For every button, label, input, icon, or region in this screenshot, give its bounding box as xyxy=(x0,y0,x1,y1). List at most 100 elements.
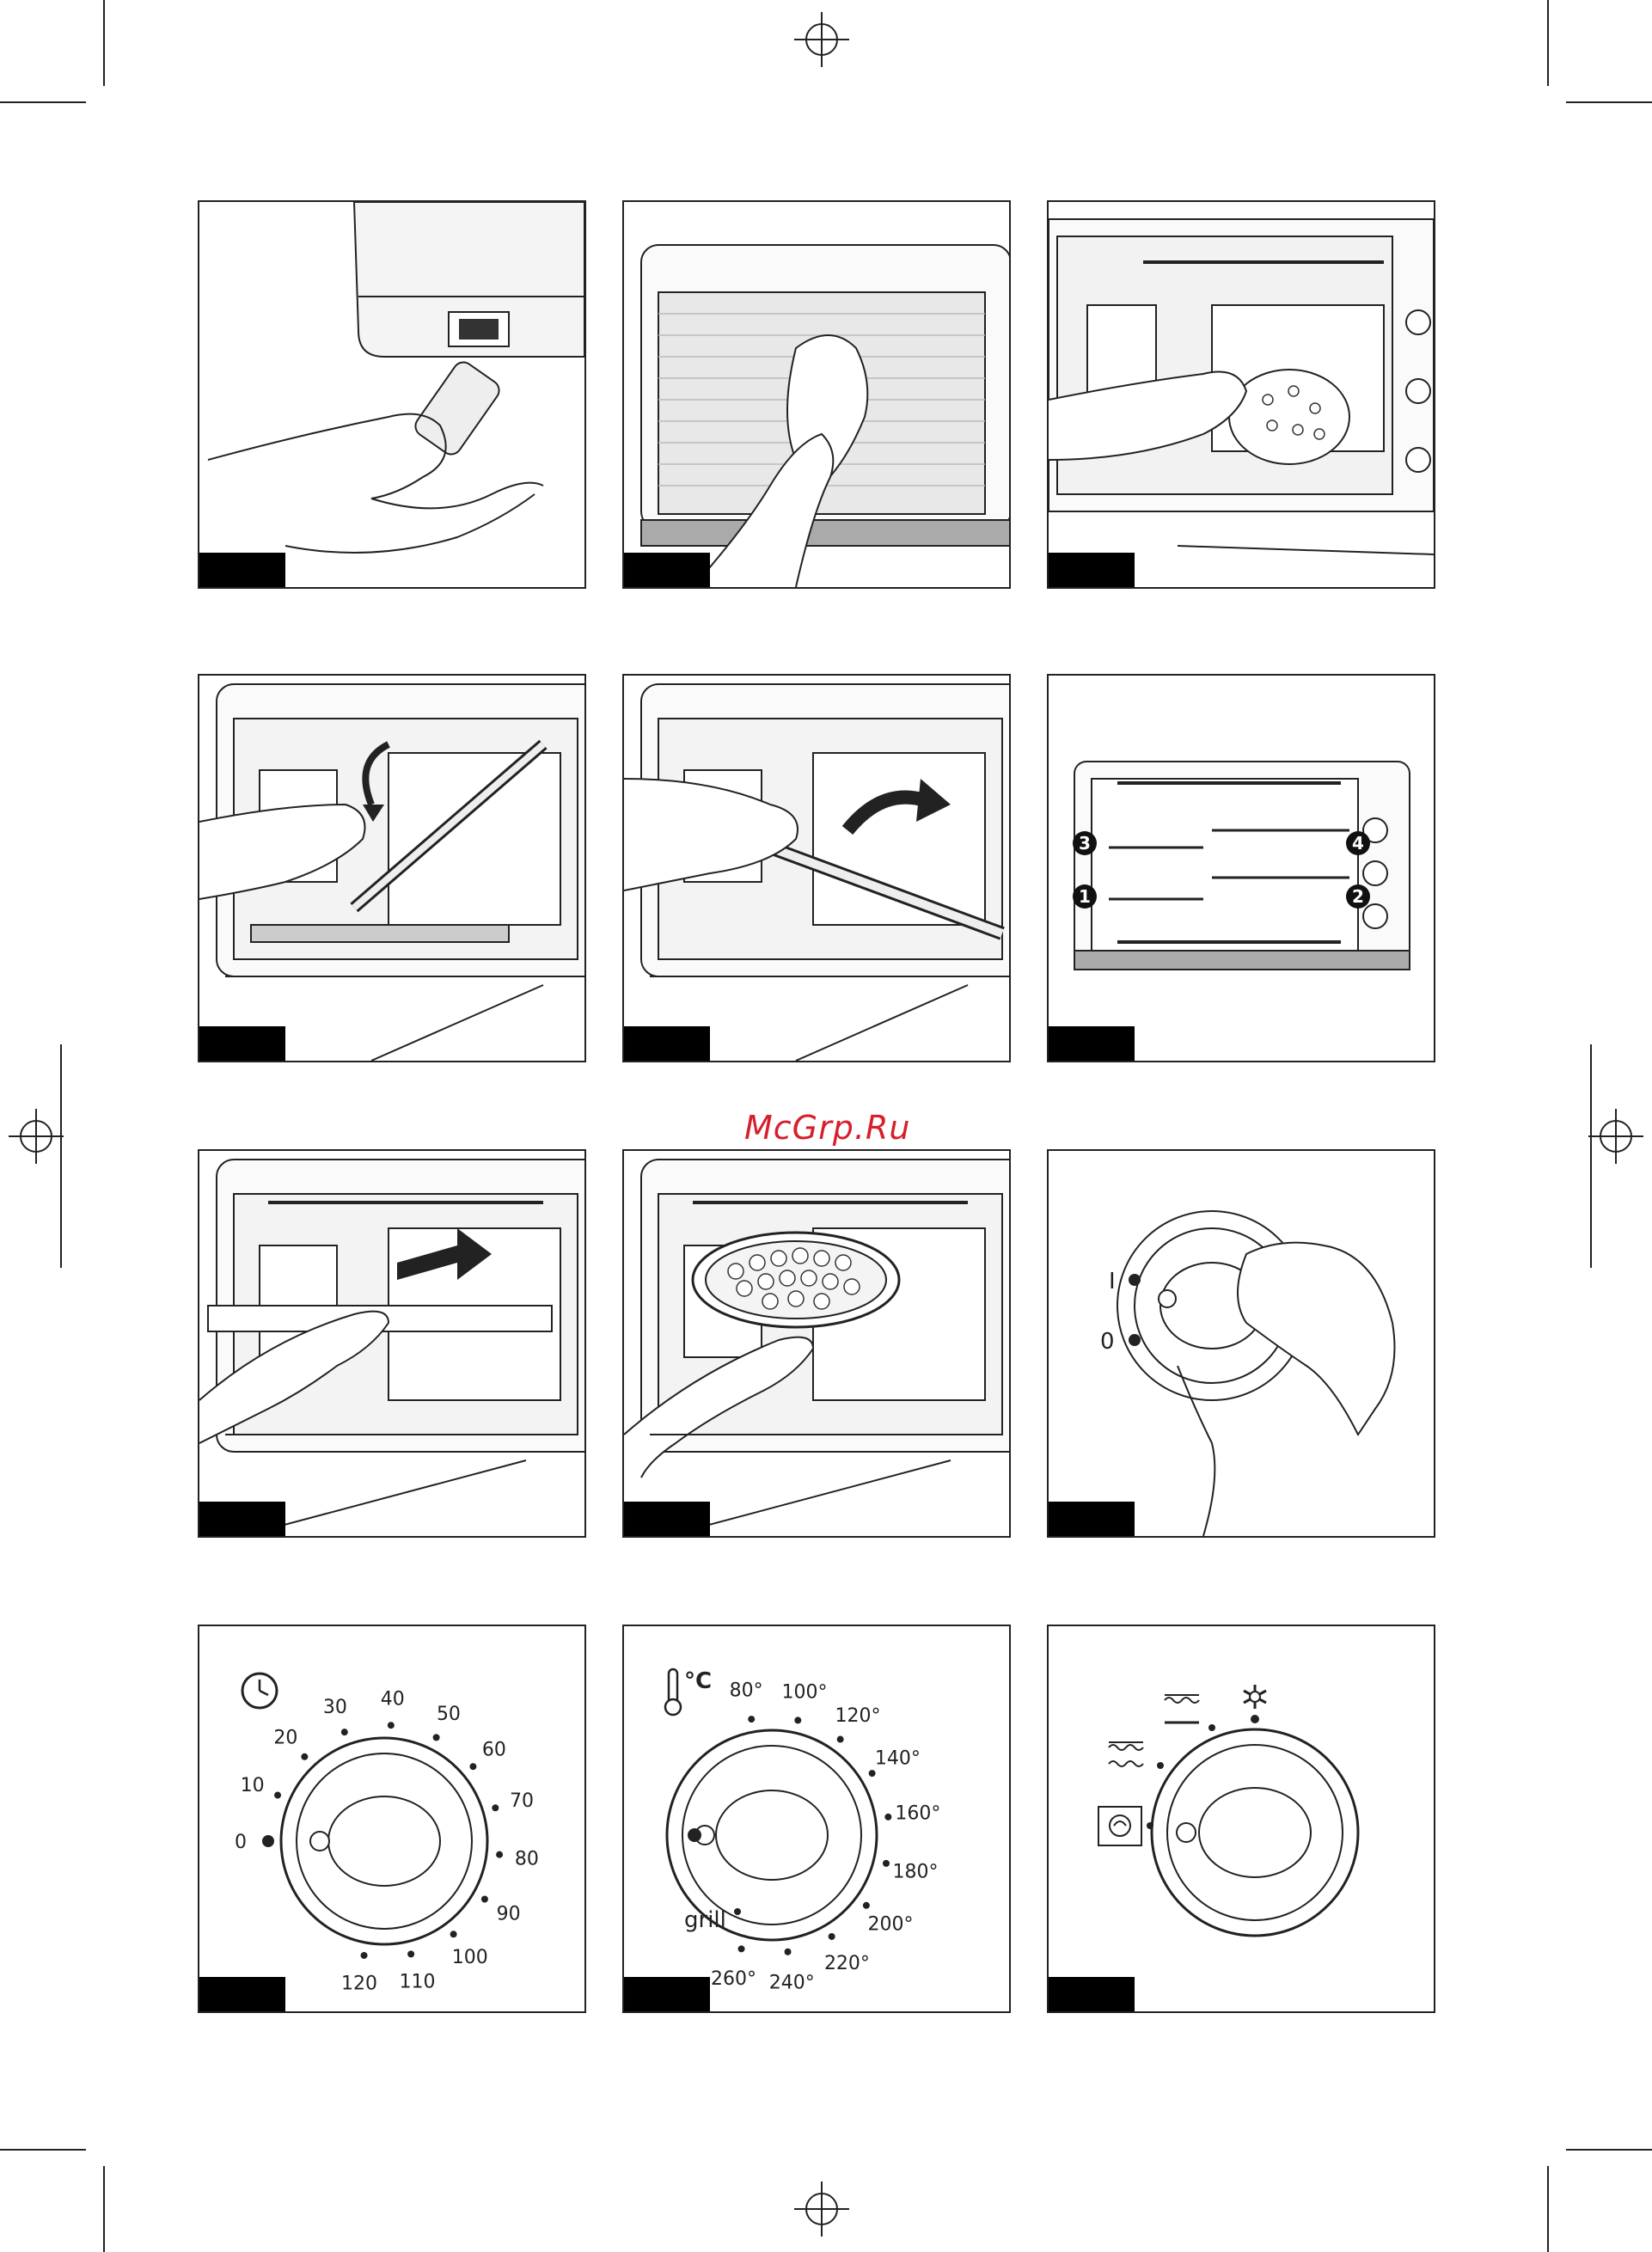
timer-mark-label: 50 xyxy=(437,1704,461,1725)
step-marker xyxy=(1047,1026,1135,1062)
temp-mark-label: 100° xyxy=(782,1681,828,1703)
crop-mark xyxy=(1547,0,1549,86)
rack-levels-illustration-icon: 3 4 1 2 xyxy=(1049,676,1434,1061)
temp-mark-label: 160° xyxy=(895,1802,940,1824)
timer-mark-dot xyxy=(433,1734,440,1741)
step-marker xyxy=(198,1977,285,2013)
step-marker xyxy=(1047,1502,1135,1538)
crop-mark xyxy=(1566,101,1652,103)
plug-illustration-icon xyxy=(199,202,584,587)
clean-interior-illustration-icon xyxy=(1049,202,1434,587)
switch-on-label: I xyxy=(1109,1269,1116,1294)
step-marker xyxy=(622,1502,710,1538)
timer-mark-label: 100 xyxy=(452,1947,488,1968)
level-number-1: 1 xyxy=(1079,886,1091,907)
slide-rack-illustration-icon xyxy=(199,1151,584,1536)
level-number-3: 3 xyxy=(1079,833,1091,854)
panel-clean-interior xyxy=(1047,200,1435,589)
timer-mark-dot xyxy=(274,1792,281,1799)
remove-rail-illustration-icon xyxy=(624,676,1009,1061)
bottom-heat-icon xyxy=(1109,1742,1143,1766)
level-number-2: 2 xyxy=(1352,886,1364,907)
step-marker xyxy=(198,1026,285,1062)
timer-mark-label: 0 xyxy=(235,1832,247,1853)
mode-dial-icon xyxy=(1049,1626,1434,2011)
temp-mark-dot xyxy=(738,1945,745,1952)
step-marker xyxy=(198,1502,285,1538)
crop-mark xyxy=(0,101,86,103)
panel-insert-rail xyxy=(198,674,586,1062)
timer-mark-dot xyxy=(496,1851,503,1858)
clock-icon xyxy=(242,1674,277,1708)
panel-insert-tart xyxy=(622,1149,1011,1538)
temperature-dial-icon: °C 80°100°120°140°160°180°200°220°240°26… xyxy=(624,1626,1009,2011)
registration-mark-icon xyxy=(794,12,849,67)
temp-mark-dot xyxy=(884,1814,891,1821)
clean-door-illustration-icon xyxy=(624,202,1009,587)
timer-mark-dot xyxy=(301,1753,308,1760)
defrost-icon xyxy=(1244,1685,1266,1709)
timer-mark-label: 10 xyxy=(241,1775,265,1796)
panel-plug xyxy=(198,200,586,589)
panel-remove-rail xyxy=(622,674,1011,1062)
timer-mark-dot xyxy=(341,1729,348,1735)
crop-mark xyxy=(1590,1044,1592,1268)
timer-mark-label: 70 xyxy=(510,1790,534,1812)
temp-mark-label: 200° xyxy=(867,1914,913,1936)
timer-mark-dot xyxy=(492,1804,499,1811)
grill-label: grill xyxy=(684,1907,726,1933)
temp-mark-label: 220° xyxy=(824,1953,870,1974)
panel-temperature-dial: °C 80°100°120°140°160°180°200°220°240°26… xyxy=(622,1625,1011,2013)
panel-mode-dial xyxy=(1047,1625,1435,2013)
temp-mark-label: 260° xyxy=(711,1968,756,1990)
timer-mark-label: 30 xyxy=(323,1697,347,1718)
timer-mark-label: 120 xyxy=(341,1973,377,1994)
insert-rail-illustration-icon xyxy=(199,676,584,1061)
temp-mark-dot xyxy=(869,1770,876,1777)
crop-mark xyxy=(103,0,105,86)
step-marker xyxy=(622,1977,710,2013)
registration-mark-icon xyxy=(9,1109,64,1164)
step-marker xyxy=(1047,553,1135,589)
convection-icon xyxy=(1098,1807,1141,1845)
temp-mark-label: 180° xyxy=(892,1861,938,1882)
power-switch-illustration-icon: I 0 xyxy=(1049,1151,1434,1536)
temp-mark-dot xyxy=(785,1949,792,1955)
timer-mark-dot xyxy=(361,1952,368,1959)
timer-mark-dot xyxy=(481,1896,488,1903)
registration-mark-icon xyxy=(794,2182,849,2237)
registration-mark-icon xyxy=(1588,1109,1643,1164)
temp-mark-dot xyxy=(794,1717,801,1723)
level-number-4: 4 xyxy=(1352,833,1364,854)
timer-mark-label: 60 xyxy=(482,1740,506,1761)
timer-mark-dot xyxy=(262,1835,274,1847)
temp-mark-dot xyxy=(837,1736,844,1743)
thermometer-icon xyxy=(665,1669,681,1715)
crop-mark xyxy=(1566,2149,1652,2151)
crop-mark xyxy=(0,2149,86,2151)
panel-timer-dial: 0 10 20 30 40 50 60 70 80 90 100 110 120 xyxy=(198,1625,586,2013)
timer-mark-label: 20 xyxy=(273,1728,297,1749)
crop-mark xyxy=(1547,2166,1549,2252)
crop-mark xyxy=(103,2166,105,2252)
temp-mark-dot xyxy=(863,1902,870,1909)
insert-tart-illustration-icon xyxy=(624,1151,1009,1536)
step-marker xyxy=(198,553,285,589)
temp-mark-label: 240° xyxy=(769,1972,815,1993)
step-marker xyxy=(622,553,710,589)
panel-rack-levels: 3 4 1 2 xyxy=(1047,674,1435,1062)
switch-off-label: 0 xyxy=(1100,1329,1115,1355)
timer-mark-label: 110 xyxy=(400,1971,436,1992)
timer-mark-label: 40 xyxy=(381,1688,405,1710)
step-marker xyxy=(1047,1977,1135,2013)
temp-mark-label: 120° xyxy=(835,1705,881,1727)
watermark: McGrp.Ru xyxy=(744,1109,910,1147)
temp-mark-label: 80° xyxy=(730,1680,763,1702)
step-marker xyxy=(622,1026,710,1062)
panel-clean-door xyxy=(622,200,1011,589)
timer-mark-label: 90 xyxy=(497,1904,521,1925)
top-heat-icon xyxy=(1165,1695,1199,1723)
timer-mark-label: 80 xyxy=(515,1848,539,1870)
timer-mark-dot xyxy=(450,1931,457,1937)
temp-mark-dot xyxy=(748,1716,755,1723)
